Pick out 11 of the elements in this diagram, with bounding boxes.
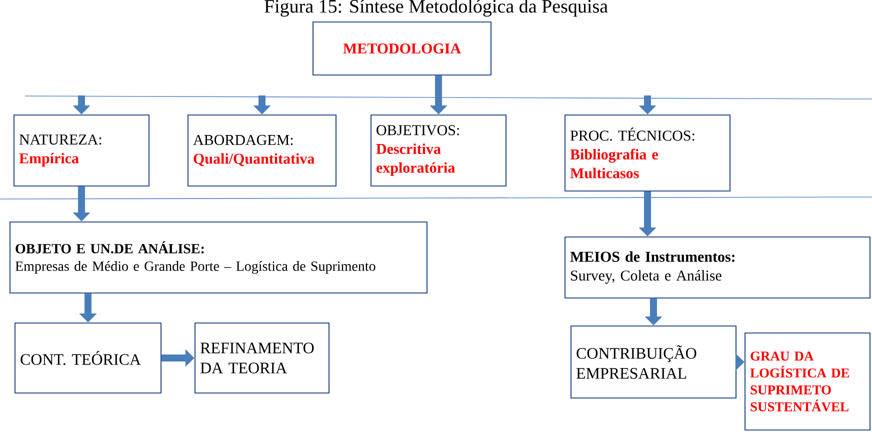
process-box: ABORDAGEM: Quali/Quantitativa (187, 114, 337, 187)
process-box: NATUREZA: Empírica (13, 114, 150, 187)
process-box: PROC. TÉCNICOS: Bibliografia e Multicasos (564, 114, 731, 192)
process-box: OBJETO E UN.DE ANÁLISE: Empresas de Médio e Grande Porte – Logística de Suprimento (9, 221, 428, 294)
process-box: MEIOS de Instrumentos: Survey, Coleta e Análise (564, 236, 871, 299)
process-box: OBJETIVOS: Descritiva exploratória (370, 114, 507, 187)
process-box: GRAU DA LOGÍSTICA DE SUPRIMETO SUSTENTÁVEL (744, 332, 871, 431)
process-box: REFINAMENTO DA TEORIA (194, 322, 330, 394)
title-box: METODOLOGIA (312, 21, 492, 76)
process-box: CONTRIBUIÇÃO EMPRESARIAL (570, 325, 737, 399)
process-box: CONT. TEÓRICA (14, 322, 162, 394)
